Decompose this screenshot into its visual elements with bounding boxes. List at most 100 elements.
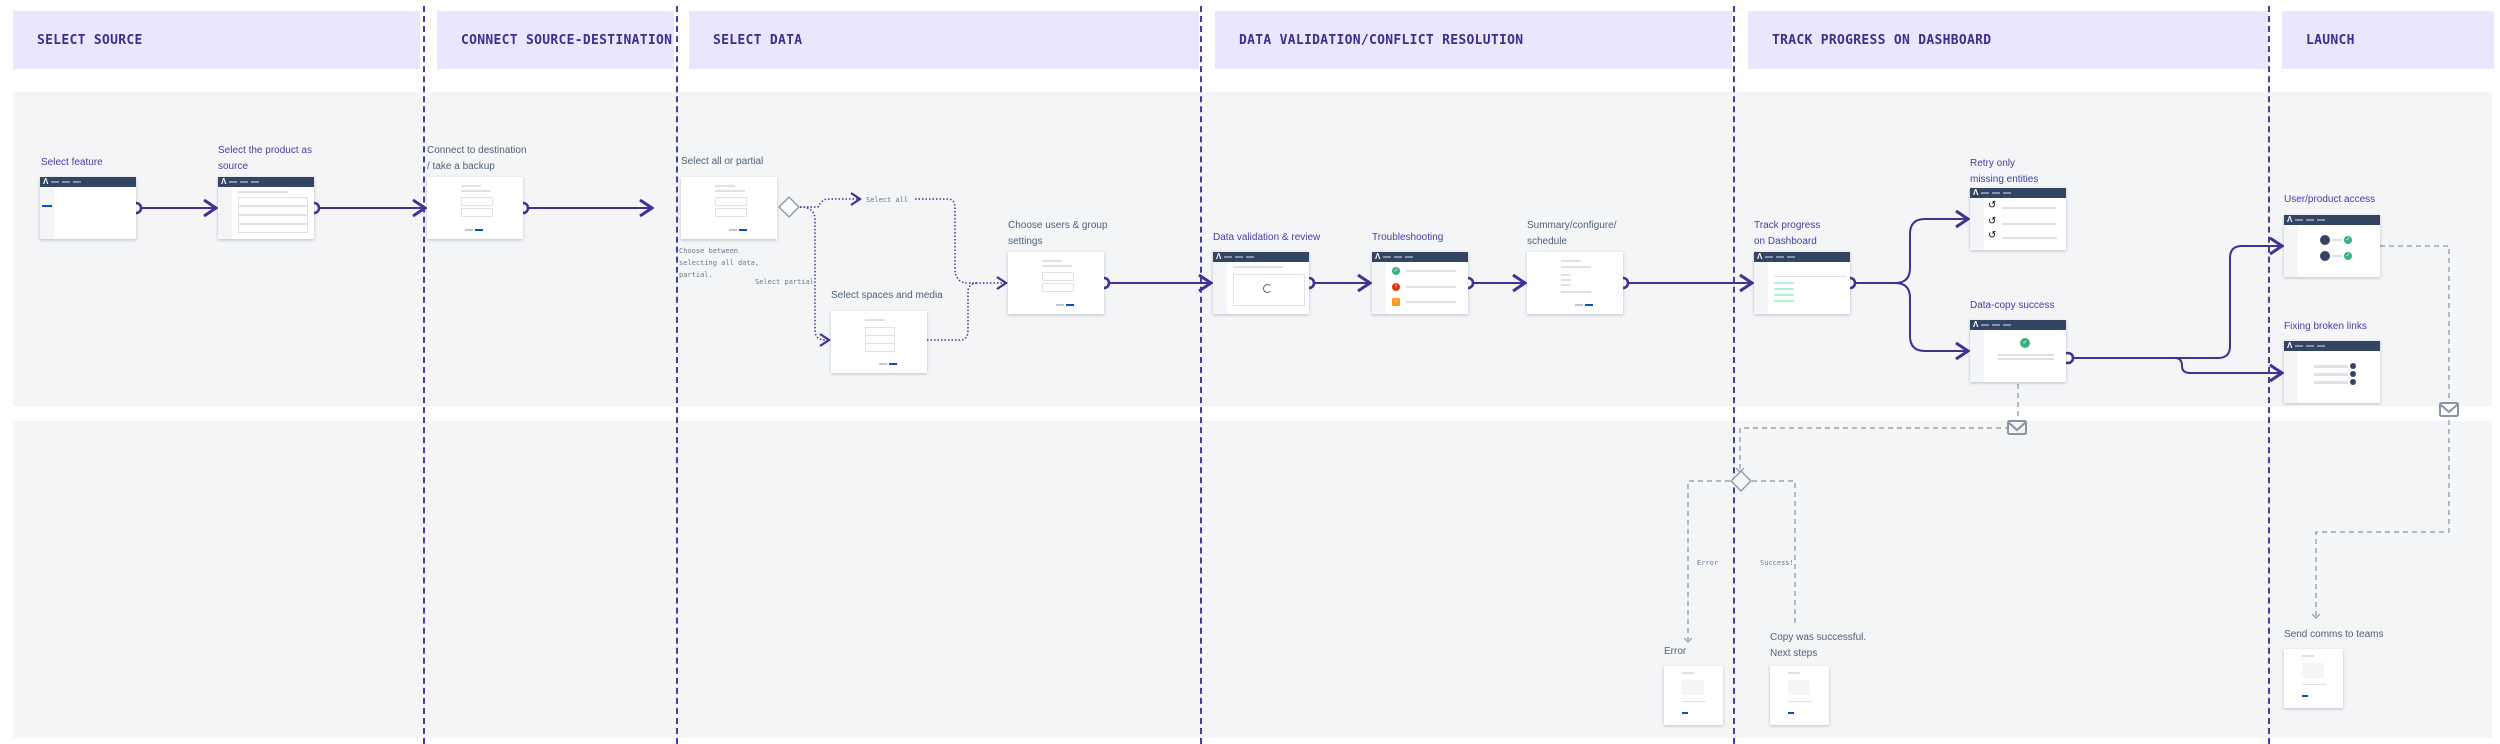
phase-title: TRACK PROGRESS ON DASHBOARD <box>1772 32 1992 48</box>
phase-title: SELECT SOURCE <box>37 32 143 48</box>
link-icon <box>2350 379 2356 385</box>
phase-track: TRACK PROGRESS ON DASHBOARD <box>1748 11 2268 69</box>
screen-error[interactable] <box>1664 666 1723 725</box>
screen-send-comms[interactable] <box>2284 649 2343 708</box>
retry-icon: ↺ <box>1988 230 1997 241</box>
app-logo-icon: Λ <box>1757 252 1763 261</box>
screen-user-access[interactable]: Λ ✓ ✓ <box>2284 215 2380 277</box>
screen-copy-successful[interactable] <box>1770 666 1829 725</box>
arrow-head <box>2311 613 2321 619</box>
phase-divider <box>1200 6 1202 744</box>
notification-lane <box>13 421 2492 738</box>
screen-connect-destination[interactable] <box>427 177 523 239</box>
screen-data-validation[interactable]: Λ <box>1213 252 1309 314</box>
warning-icon: ! <box>1392 298 1400 306</box>
step-label-send-comms: Send comms to teams <box>2284 629 2384 640</box>
phase-title: LAUNCH <box>2306 32 2355 48</box>
check-circle-icon: ✓ <box>1392 267 1400 275</box>
phase-title: CONNECT SOURCE-DESTINATION <box>461 32 673 48</box>
link-icon <box>2350 363 2356 369</box>
app-logo-icon: Λ <box>1973 320 1979 329</box>
phase-divider <box>676 6 678 744</box>
edge-decision-success <box>1752 480 1796 626</box>
screen-broken-links[interactable]: Λ <box>2284 341 2380 403</box>
step-label-select-feature: Select feature <box>41 157 103 168</box>
edge-email-to-decision <box>1739 427 2010 470</box>
app-logo-icon: Λ <box>1375 252 1381 261</box>
edge-spaces-to-choose <box>927 282 979 341</box>
edge-select-partial <box>799 206 829 340</box>
retry-icon: ↺ <box>1988 216 1997 227</box>
screen-select-product[interactable]: Λ <box>218 177 314 239</box>
check-circle-icon: ✓ <box>2344 252 2352 260</box>
phase-select-source: SELECT SOURCE <box>13 11 420 69</box>
app-logo-icon: Λ <box>1216 252 1222 261</box>
step-label-select-spaces: Select spaces and media <box>831 290 943 301</box>
step-label-connect: Connect to destination / take a backup <box>427 145 527 172</box>
phase-divider <box>2268 6 2270 744</box>
step-label-broken-links: Fixing broken links <box>2284 321 2367 332</box>
step-label-error: Error <box>1664 646 1687 657</box>
screen-choose-users[interactable] <box>1008 252 1104 314</box>
edge-select-all-to-choose <box>915 198 1006 283</box>
edge-decision-error <box>1687 480 1730 640</box>
screen-summary[interactable] <box>1527 252 1623 314</box>
note-success-branch: Success! <box>1760 559 1794 567</box>
note-select-all: Select all <box>866 196 909 204</box>
user-avatar-icon <box>2320 251 2330 261</box>
retry-icon: ↺ <box>1988 200 1997 211</box>
app-logo-icon: Λ <box>1973 188 1979 197</box>
step-label-data-validation: Data validation & review <box>1213 232 1321 243</box>
phase-title: SELECT DATA <box>713 32 803 48</box>
screen-track-progress[interactable]: Λ <box>1754 252 1850 314</box>
check-circle-icon: ✓ <box>2020 338 2030 348</box>
step-label-copy-successful: Copy was successful. Next steps <box>1770 632 1867 659</box>
edge-email-to-comms <box>2315 420 2450 616</box>
envelope-icon <box>2439 402 2459 417</box>
note-choose-between: Choose between selecting all data, parti… <box>679 247 760 279</box>
phase-select-data: SELECT DATA <box>689 11 1199 69</box>
screen-select-spaces[interactable] <box>831 311 927 373</box>
envelope-icon <box>2007 420 2027 435</box>
step-label-data-copy-success: Data-copy success <box>1970 300 2055 311</box>
phase-launch: LAUNCH <box>2282 11 2494 69</box>
screen-troubleshooting[interactable]: Λ ✓ ! ! <box>1372 252 1468 314</box>
step-label-select-all-partial: Select all or partial <box>681 156 764 167</box>
user-avatar-icon <box>2320 235 2330 245</box>
screen-data-copy-success[interactable]: Λ ✓ <box>1970 320 2066 382</box>
phase-connect: CONNECT SOURCE-DESTINATION <box>437 11 674 69</box>
arrow-head <box>1683 637 1693 643</box>
step-label-troubleshooting: Troubleshooting <box>1372 232 1444 243</box>
decision-diamond-icon <box>1730 470 1752 492</box>
phase-divider <box>1733 6 1735 744</box>
screen-retry-missing[interactable]: Λ ↺ ↺ ↺ <box>1970 188 2066 250</box>
edge-datacopy-to-links <box>2174 357 2282 373</box>
phase-divider <box>423 6 425 744</box>
note-select-partial: Select partial <box>755 278 815 286</box>
note-error-branch: Error <box>1697 559 1719 567</box>
decision-diamond-icon <box>778 196 800 218</box>
edge-track-to-retry <box>1850 219 1968 283</box>
screen-select-all-partial[interactable] <box>681 177 777 239</box>
step-label-choose-users: Choose users & group settings <box>1008 220 1108 247</box>
link-icon <box>2350 371 2356 377</box>
screen-select-feature[interactable]: Λ <box>40 177 136 239</box>
app-logo-icon: Λ <box>2287 215 2293 224</box>
phase-validation: DATA VALIDATION/CONFLICT RESOLUTION <box>1215 11 1732 69</box>
edge-access-to-email <box>2380 245 2450 402</box>
app-logo-icon: Λ <box>221 177 227 186</box>
edge-select-all <box>800 199 860 208</box>
app-logo-icon: Λ <box>2287 341 2293 350</box>
phase-title: DATA VALIDATION/CONFLICT RESOLUTION <box>1239 32 1524 48</box>
step-label-user-access: User/product access <box>2284 194 2376 205</box>
step-label-summary: Summary/configure/ schedule <box>1527 220 1617 247</box>
spinner-icon <box>1263 284 1272 293</box>
step-label-track-progress: Track progress on Dashboard <box>1754 220 1821 247</box>
error-icon: ! <box>1392 283 1400 291</box>
step-label-retry: Retry only missing entities <box>1970 158 2039 185</box>
app-logo-icon: Λ <box>43 177 49 186</box>
step-label-select-product: Select the product as source <box>218 145 312 172</box>
edge-track-to-datacopy <box>1894 282 1968 351</box>
check-circle-icon: ✓ <box>2344 236 2352 244</box>
